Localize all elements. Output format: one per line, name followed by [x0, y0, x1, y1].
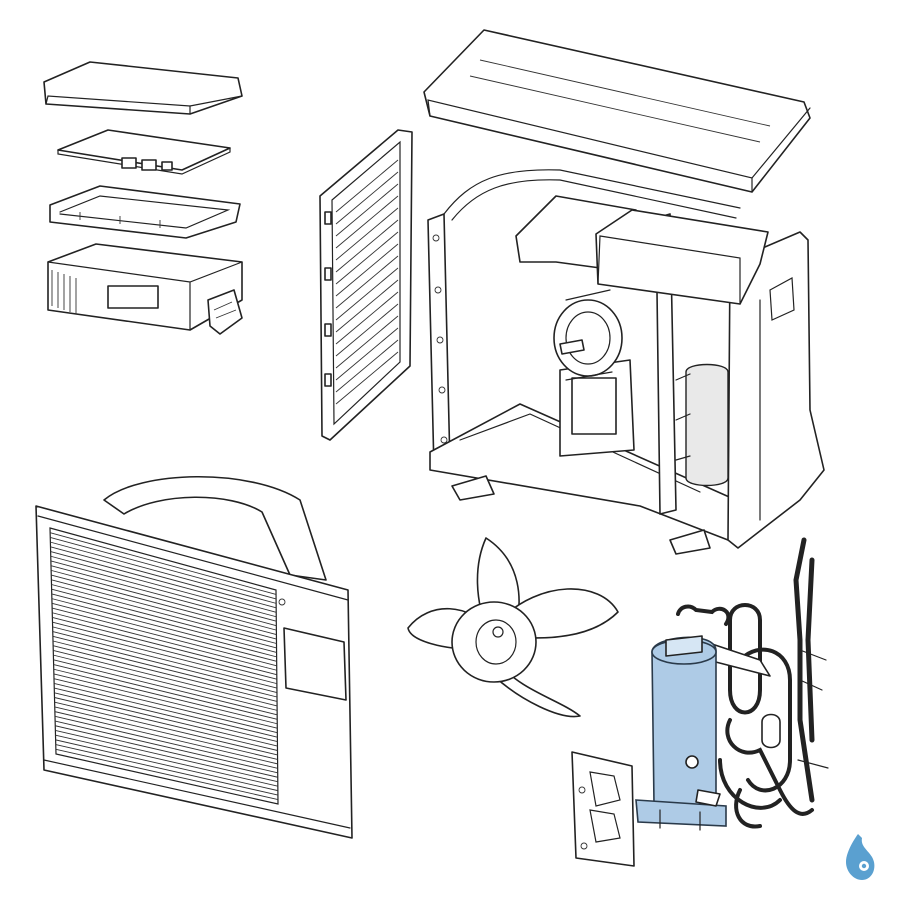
grille-slat	[52, 612, 277, 671]
chassis	[427, 169, 825, 555]
grille-slat	[52, 631, 278, 689]
grille-slat	[51, 584, 277, 644]
grille-slat	[50, 532, 277, 595]
grille-slat	[51, 593, 277, 653]
grille-slat	[52, 640, 278, 698]
grille-slat	[53, 668, 278, 725]
grille-slat	[53, 678, 278, 734]
grille-slat	[55, 730, 278, 783]
grille-slat	[52, 626, 277, 685]
grille-slat	[55, 720, 278, 774]
grille-slat	[50, 536, 277, 600]
grille-slat	[51, 579, 277, 640]
grille-slat	[51, 602, 277, 662]
electrical-box	[47, 243, 243, 335]
grille-slat	[50, 560, 277, 622]
grille-slat	[52, 635, 278, 693]
grille-slat	[50, 565, 277, 627]
grille-slat	[50, 555, 277, 618]
grille-slat	[55, 744, 279, 796]
grille-slat	[52, 621, 277, 680]
grille-slat	[54, 706, 278, 760]
front-grille-panel	[35, 476, 353, 839]
grille-slat	[54, 697, 278, 751]
grille-slat	[51, 574, 277, 636]
top-cover	[43, 61, 243, 115]
grille-slat	[53, 645, 278, 702]
side-grille	[319, 129, 413, 441]
pcb-board	[57, 129, 231, 175]
grille-slat	[51, 569, 277, 631]
grille-slat	[55, 748, 279, 800]
grille-slat	[53, 649, 278, 707]
grille-slat	[55, 739, 278, 792]
grille-slat	[54, 711, 278, 765]
grille-slat	[51, 588, 277, 649]
grille-slat	[53, 659, 278, 716]
grille-slat	[53, 673, 278, 729]
grille-slat	[54, 687, 278, 743]
electrical-box-lid	[49, 185, 241, 239]
grille-slat	[51, 598, 277, 658]
fan-propeller	[407, 537, 619, 718]
grille-slat	[55, 725, 278, 778]
grille-slat	[54, 692, 278, 747]
top-panel	[423, 29, 811, 193]
grille-slat	[54, 701, 278, 756]
grille-slat	[54, 682, 278, 738]
compressor-bracket	[571, 751, 635, 867]
fan-motor	[553, 289, 623, 381]
grille-slat	[52, 617, 277, 676]
grille-slat	[54, 715, 278, 769]
grille-slat	[50, 541, 277, 604]
grille-slat	[53, 654, 278, 711]
grille-slat	[53, 664, 278, 720]
water-drop-logo-icon	[846, 834, 875, 880]
grille-slat	[50, 551, 277, 613]
grille-slat	[55, 734, 278, 787]
refrigerant-piping	[676, 537, 829, 829]
grille-slat	[50, 546, 277, 609]
grille-slat	[52, 607, 277, 667]
compressor	[635, 635, 727, 831]
